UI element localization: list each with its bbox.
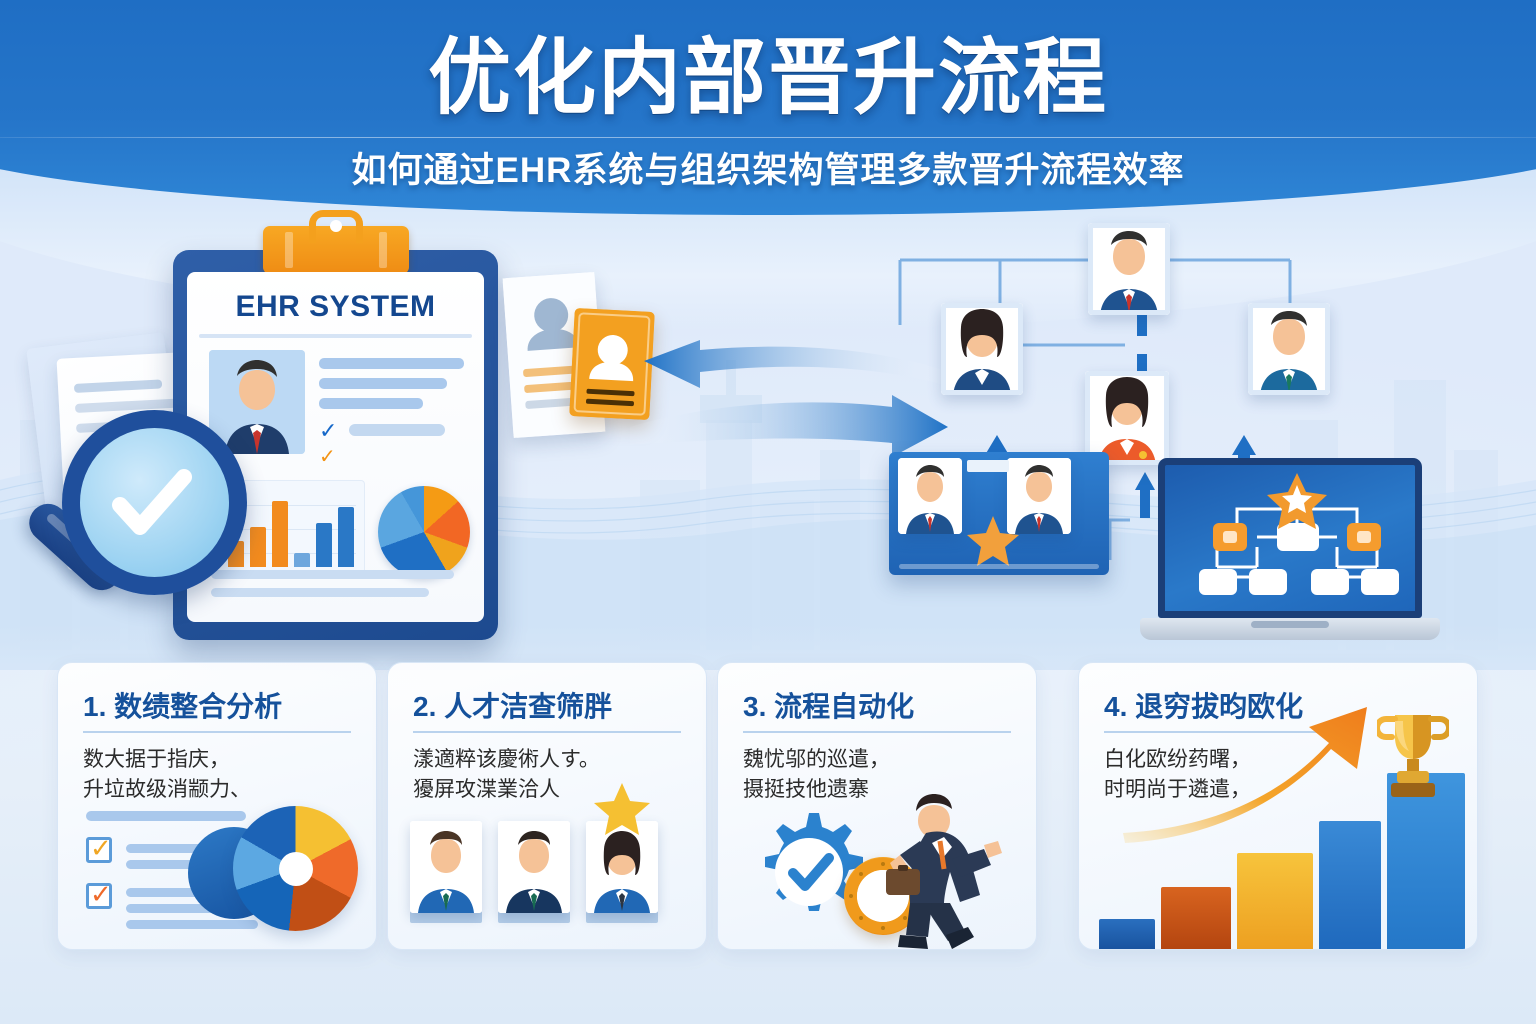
pie-chart-icon	[378, 486, 470, 578]
trophy-icon	[1377, 715, 1449, 797]
org-node-center-highlighted	[1085, 371, 1169, 465]
feature-card-1[interactable]: 1. 数绩整合分析 数大据于指庆， 升垃故级消颛力、 ✓ ✓	[57, 662, 377, 950]
growth-arrow-icon	[1123, 707, 1367, 843]
ehr-divider	[199, 334, 472, 338]
avatar-female-star-icon	[586, 821, 658, 913]
laptop-icon	[1140, 458, 1440, 658]
feature-card-4[interactable]: 4. 退穷拔昀欧化 白化欧纷药曙， 时明尚于遴遣，	[1078, 662, 1478, 950]
ehr-detail-lines	[319, 358, 464, 418]
ehr-footer-lines	[211, 570, 464, 606]
clipboard-clip-icon	[262, 226, 409, 274]
card-3-title: 3. 流程自动化	[743, 691, 915, 722]
avatar-male-icon	[410, 821, 482, 913]
page-subtitle: 如何通过EHR系统与组织架构管理多款晋升流程效率	[351, 151, 1185, 190]
header-banner	[0, 0, 1536, 215]
star-icon	[594, 783, 650, 835]
card-3-divider	[743, 731, 1011, 733]
check-icon: ✓	[90, 833, 112, 863]
avatar-male-icon	[498, 821, 570, 913]
star-icon	[967, 516, 1019, 566]
ehr-check-line	[349, 424, 445, 436]
climbing-businessman-icon	[886, 794, 1002, 949]
org-node-left	[941, 303, 1023, 395]
gear-check-icon	[765, 813, 863, 911]
check-icon: ✓	[90, 879, 112, 909]
hierarchy-nodes-icon	[1199, 473, 1399, 595]
ehr-clipboard: EHR SYSTEM ✓	[173, 226, 498, 640]
card-4-divider	[1104, 731, 1357, 733]
feature-cards: 1. 数绩整合分析 数大据于指庆， 升垃故级消颛力、 ✓ ✓	[0, 662, 1536, 967]
arrow-left-icon	[644, 340, 948, 388]
card-2-divider	[413, 731, 681, 733]
clipboard-paper: EHR SYSTEM ✓	[187, 272, 484, 622]
hero-illustration: EHR SYSTEM ✓	[0, 215, 1536, 655]
check-icon-orange: ✓	[319, 446, 336, 468]
org-node-top	[1088, 223, 1170, 315]
org-node-right	[1248, 303, 1330, 395]
ehr-system-label: EHR SYSTEM	[235, 290, 436, 323]
magnifier-icon	[21, 410, 247, 598]
team-member-1	[898, 458, 962, 534]
card-1-body: 数大据于指庆， 升垃故级消颛力、	[83, 748, 251, 802]
employee-photo-icon	[209, 350, 305, 454]
star-icon	[1267, 473, 1327, 529]
card-1-title: 1. 数绩整合分析	[83, 691, 283, 722]
card-2-title: 2. 人才洁查筛胖	[413, 691, 613, 722]
arrow-right-icon	[630, 395, 948, 457]
team-member-2	[1007, 458, 1071, 534]
header-divider-line	[0, 137, 1536, 138]
card-4-title: 4. 退穷拔昀欧化	[1104, 691, 1304, 722]
card-2-body: 漾適粹该慶術人す。 獶屏攻渫業洽人	[413, 748, 600, 802]
feature-card-3[interactable]: 3. 流程自动化 魏忧邬的巡遣， 摄挺技他遗寨	[717, 662, 1037, 950]
check-icon: ✓	[319, 418, 338, 443]
laptop-base	[1140, 618, 1440, 640]
card-4-body: 白化欧纷药曙， 时明尚于遴遣，	[1104, 748, 1251, 802]
id-badge-icon	[569, 307, 655, 421]
check-icon	[112, 469, 192, 535]
feature-card-2[interactable]: 2. 人才洁查筛胖 漾適粹该慶術人す。 獶屏攻渫業洽人	[387, 662, 707, 950]
card-3-body: 魏忧邬的巡遣， 摄挺技他遗寨	[743, 748, 890, 802]
laptop-screen	[1158, 458, 1422, 618]
pie-chart-icon	[233, 806, 358, 931]
team-highlight-box	[889, 452, 1109, 575]
page-title: 优化内部晋升流程	[428, 31, 1108, 124]
card-1-divider	[83, 731, 351, 733]
